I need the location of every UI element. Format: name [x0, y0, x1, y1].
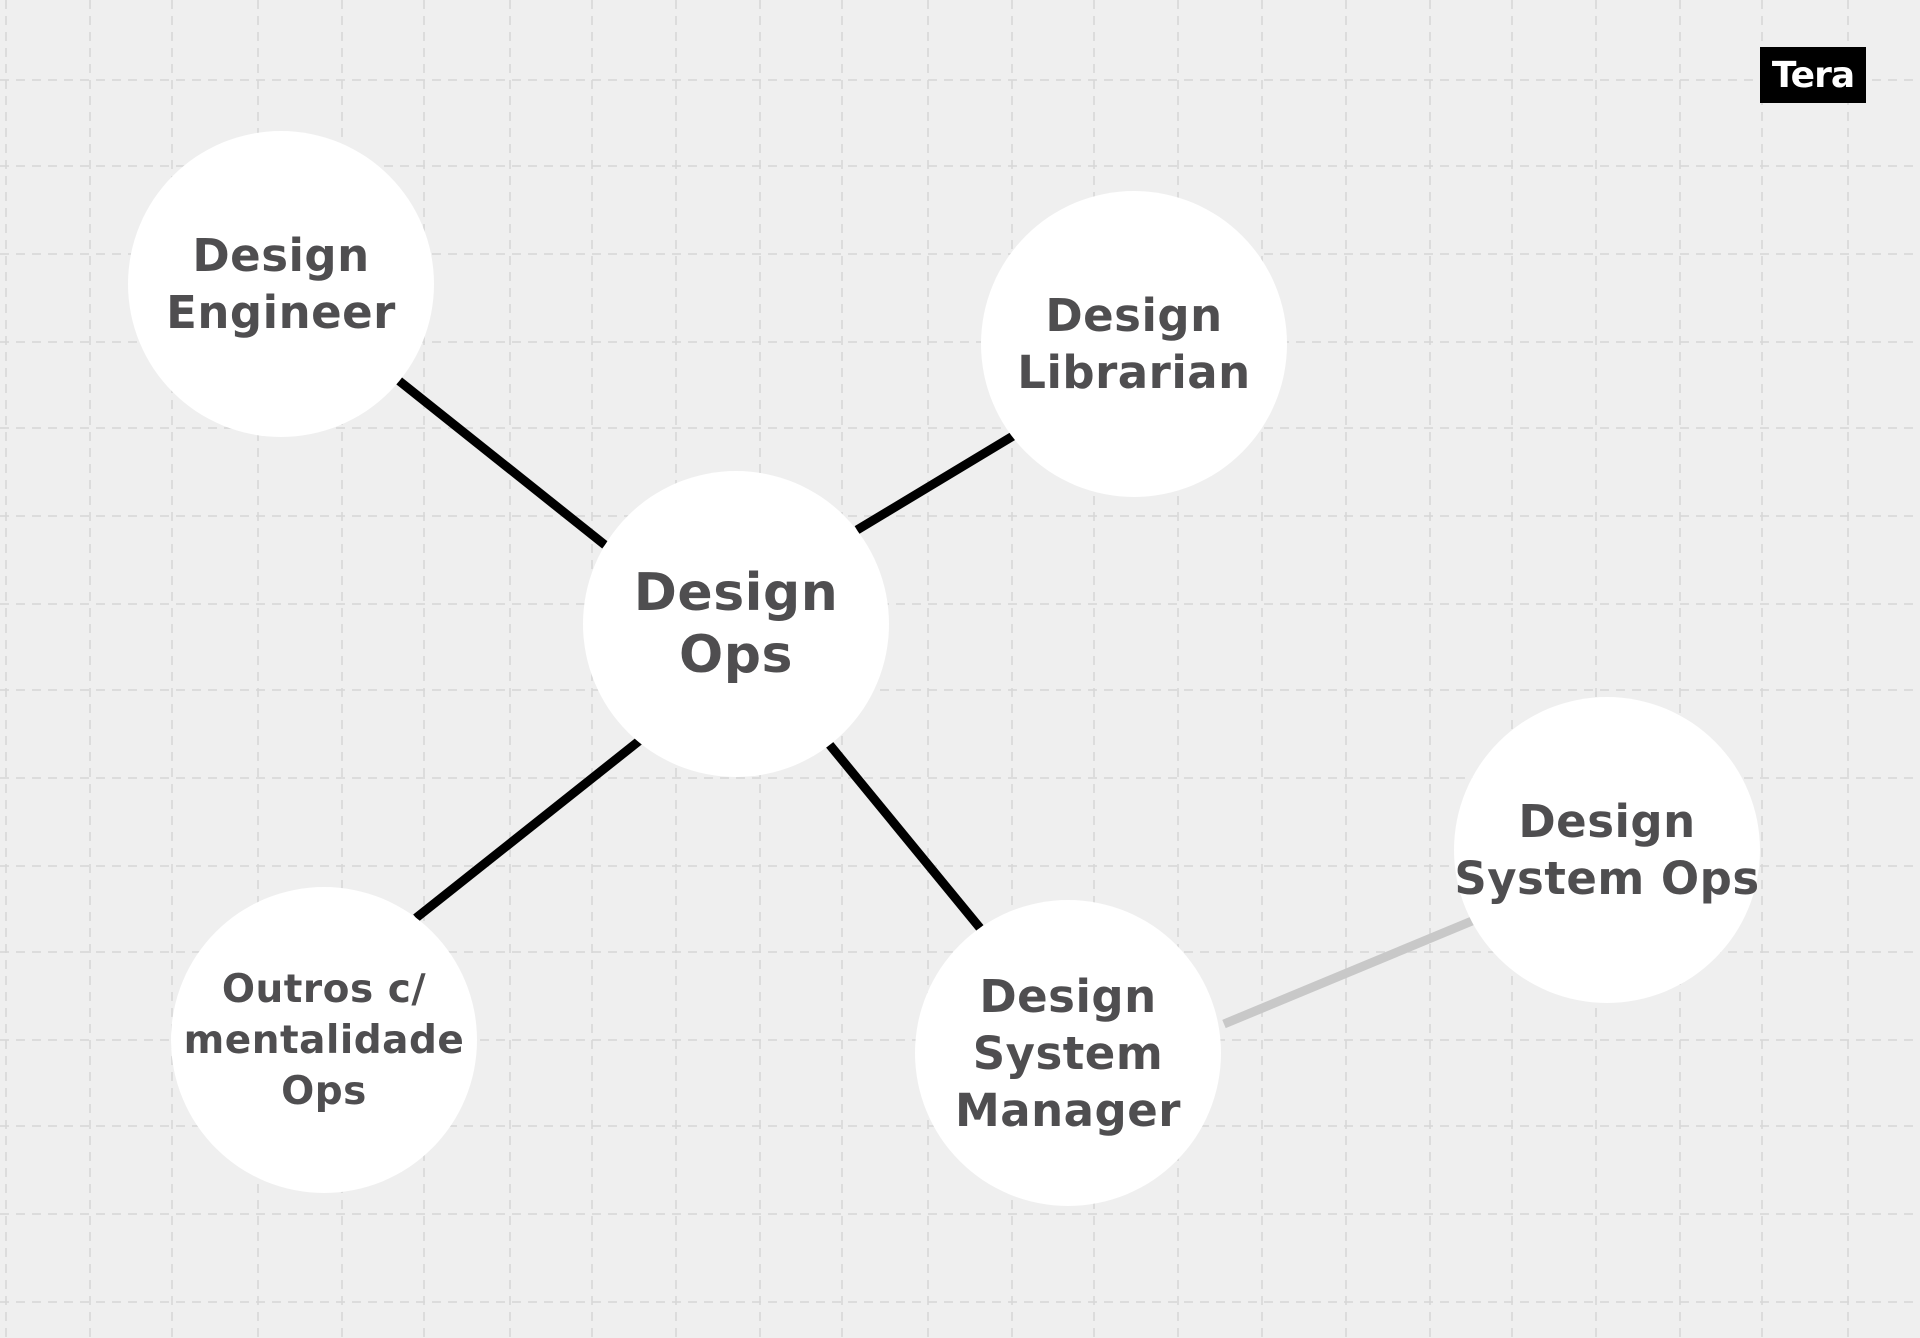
- tera-logo-text: Tera: [1771, 54, 1855, 96]
- node-label-design-ops: Design Ops: [633, 563, 839, 685]
- tera-logo: Tera: [1760, 47, 1866, 103]
- node-label-design-system-ops: Design System Ops: [1454, 795, 1760, 905]
- node-label-design-librarian: Design Librarian: [1017, 289, 1251, 399]
- node-label-outros: Outros c/ mentalidade Ops: [183, 966, 465, 1114]
- link-ops-to-engineer: [395, 376, 608, 549]
- link-ops-to-librarian: [854, 432, 1016, 534]
- link-ops-to-outros: [413, 737, 642, 922]
- node-design-ops: Design Ops: [583, 471, 889, 777]
- node-design-librarian: Design Librarian: [981, 191, 1287, 497]
- node-design-system-manager: Design System Manager: [915, 900, 1221, 1206]
- node-label-design-engineer: Design Engineer: [166, 229, 396, 339]
- link-ops-to-system-manager: [825, 741, 984, 931]
- node-outros: Outros c/ mentalidade Ops: [171, 887, 477, 1193]
- node-design-engineer: Design Engineer: [128, 131, 434, 437]
- link-system-manager-to-system-ops: [1222, 916, 1474, 1029]
- node-design-system-ops: Design System Ops: [1454, 697, 1760, 1003]
- node-label-design-system-manager: Design System Manager: [955, 969, 1181, 1137]
